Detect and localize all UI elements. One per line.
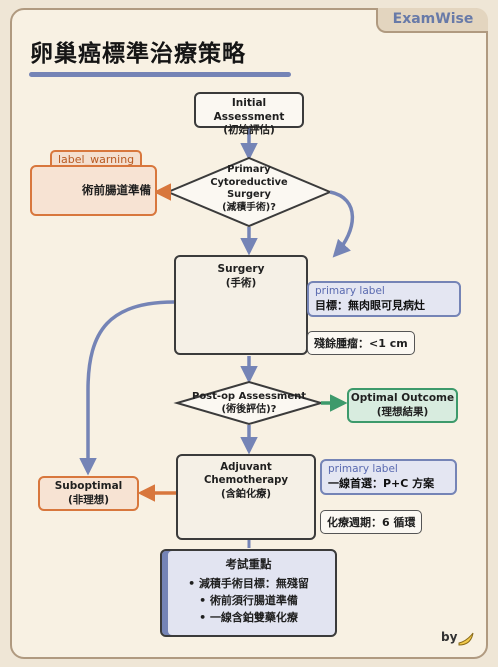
node-suboptimal: Suboptimal (非理想) (38, 476, 139, 511)
surgery-line2: (手術) (225, 276, 257, 289)
node-surgery: Surgery (手術) (174, 255, 308, 355)
node-primary-cytoreductive: Primary Cytoreductive Surgery (減積手術)? (189, 164, 309, 214)
arrow-primary-bypass (329, 190, 355, 258)
summary-item: 一線含鉑雙藥化療 (162, 609, 335, 626)
suboptimal-line1: Suboptimal (54, 480, 123, 492)
primary-line3: Surgery (227, 189, 271, 200)
brand-badge: ExamWise (376, 8, 488, 33)
primary-line4: (減積手術)? (222, 201, 276, 213)
arrow-surgery-to-suboptimal (79, 300, 175, 476)
warning-tag: label_warning (50, 150, 143, 169)
postop-line2: (術後評估)? (221, 403, 277, 415)
summary-item: 術前須行腸道準備 (162, 592, 335, 609)
node-postop-assessment: Post-op Assessment (術後評估)? (185, 391, 313, 416)
footer-by: by (441, 630, 458, 644)
title-underline (29, 72, 291, 77)
primary-decision-diamond (165, 156, 333, 228)
summary-heading: 考試重點 (225, 557, 272, 571)
suboptimal-line2: (非理想) (67, 493, 110, 506)
surgery-label-title: primary label (315, 285, 385, 297)
surgery-line1: Surgery (217, 263, 265, 275)
node-adjuvant-chemotherapy: Adjuvant Chemotherapy (含鉑化療) (176, 454, 316, 540)
adjuvant-line1: Adjuvant Chemotherapy (203, 462, 289, 487)
surgery-residual-note: 殘餘腫瘤：<1 cm (307, 331, 415, 355)
node-initial-assessment: Initial Assessment (初始評估) (194, 92, 304, 136)
optimal-line2: (理想結果) (376, 405, 429, 418)
primary-line2: Cytoreductive (210, 176, 288, 188)
node-optimal-outcome: Optimal Outcome (理想結果) (347, 388, 458, 423)
adjuvant-line2: (含鉑化療) (220, 488, 272, 500)
summary-item: 減積手術目標：無殘留 (162, 575, 335, 592)
chemo-label-title: primary label (328, 463, 398, 475)
chemo-primary-label: primary label 一線首選：P+C 方案 (320, 459, 457, 495)
summary-list: 減積手術目標：無殘留 術前須行腸道準備 一線含鉑雙藥化療 (162, 575, 335, 626)
exam-key-points: 考試重點 減積手術目標：無殘留 術前須行腸道準備 一線含鉑雙藥化療 (160, 549, 337, 637)
surgery-goal: 目標：無肉眼可見病灶 (315, 299, 425, 312)
primary-line1: Primary (227, 164, 271, 175)
optimal-line1: Optimal Outcome (350, 392, 455, 404)
page-title: 卵巢癌標準治療策略 (30, 41, 246, 67)
surgery-primary-label: primary label 目標：無肉眼可見病灶 (307, 281, 461, 317)
postop-line1: Post-op Assessment (191, 391, 307, 402)
chemo-first-line: 一線首選：P+C 方案 (328, 477, 435, 490)
postop-decision-diamond (173, 380, 325, 426)
warning-text: 術前腸道準備 (82, 183, 151, 197)
initial-line2: (初始評估) (223, 124, 275, 137)
initial-line1: Initial Assessment (213, 97, 285, 123)
banana-icon (458, 632, 474, 646)
chemo-cycles-note: 化療週期：6 循環 (320, 510, 423, 534)
warning-box: 術前腸道準備 (30, 165, 157, 216)
